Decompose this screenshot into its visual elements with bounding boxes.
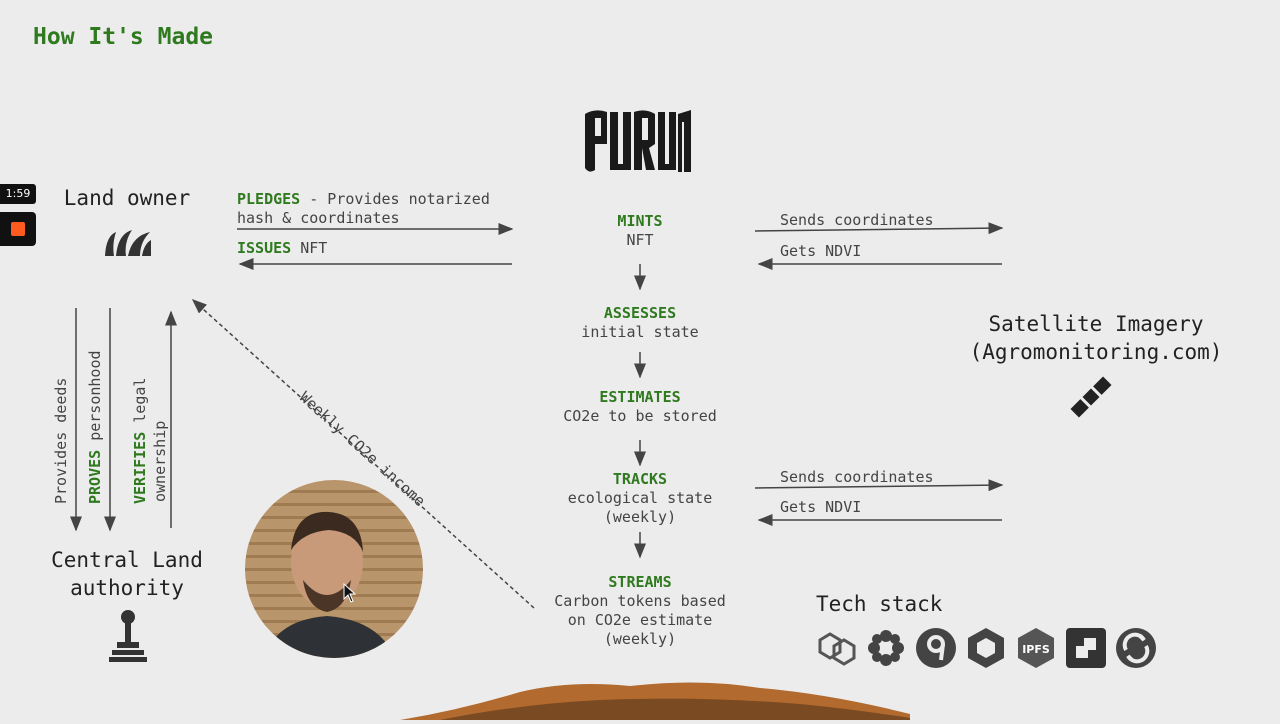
- stop-recording-button[interactable]: [0, 212, 36, 246]
- slide-title: How It's Made: [33, 24, 214, 50]
- proves-personhood-label: PROVES personhood: [86, 350, 104, 504]
- nine-icon: [916, 628, 956, 668]
- verifies-ownership-label: VERIFIES legal ownership: [131, 377, 169, 504]
- sends-coordinates-label: Sends coordinates: [780, 211, 934, 229]
- land-owner-label: Land owner: [63, 186, 191, 210]
- land-owner-icon: [102, 228, 152, 262]
- recording-timer: 1:59: [0, 184, 36, 204]
- issues-text: ISSUES NFT: [237, 239, 328, 257]
- tech-stack-label: Tech stack: [816, 592, 943, 616]
- purum-logo: [585, 108, 691, 174]
- mouse-cursor: [343, 582, 357, 607]
- pledges-text: PLEDGES - Provides notarized hash & coor…: [237, 190, 490, 227]
- joystick-icon: [106, 608, 150, 668]
- ipfs-icon: IPFS: [1018, 628, 1054, 668]
- landscape-image: [400, 670, 910, 720]
- presenter-webcam: [245, 480, 423, 658]
- satellite-icon: [1066, 372, 1116, 426]
- sends-coordinates-label-2: Sends coordinates: [780, 468, 934, 486]
- step-assesses: ASSESSES initial state: [581, 304, 699, 341]
- satellite-imagery-label: Satellite Imagery (Agromonitoring.com): [969, 312, 1223, 364]
- svg-text:IPFS: IPFS: [1022, 643, 1050, 656]
- square-logo-icon: [1066, 628, 1106, 668]
- step-streams: STREAMS Carbon tokens based on CO2e esti…: [554, 573, 726, 648]
- stop-icon: [11, 222, 25, 236]
- tech-stack-icons: IPFS: [814, 626, 1158, 670]
- step-estimates: ESTIMATES CO2e to be stored: [563, 388, 717, 425]
- step-tracks: TRACKS ecological state (weekly): [567, 470, 713, 526]
- flower-icon: [868, 630, 904, 666]
- gets-ndvi-label-2: Gets NDVI: [780, 498, 862, 516]
- central-authority-label: Central Land authority: [51, 548, 203, 600]
- gets-ndvi-label: Gets NDVI: [780, 242, 862, 260]
- hexagon-icon: [968, 628, 1004, 668]
- step-mints: MINTS NFT: [617, 212, 663, 249]
- sync-icon: [1116, 628, 1156, 668]
- polygon-icon: [818, 632, 856, 666]
- provides-deeds-label: Provides deeds: [52, 377, 70, 504]
